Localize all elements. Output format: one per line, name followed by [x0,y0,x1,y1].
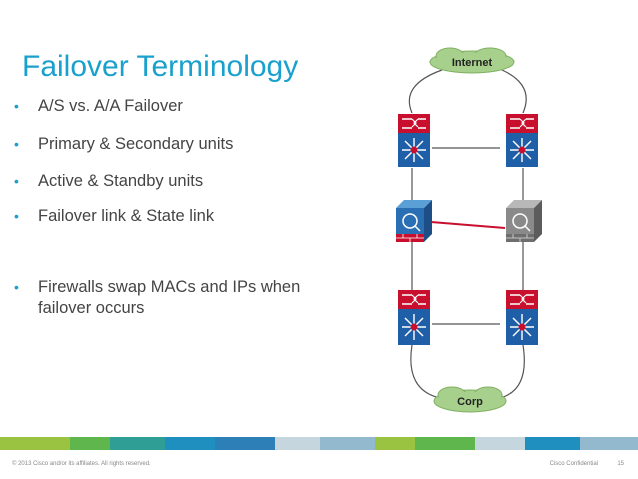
color-bar-segment [70,437,110,450]
internet-label: Internet [452,57,493,69]
color-bar-segment [215,437,275,450]
internet-cloud-icon: Internet [429,47,515,74]
firewall-standby-icon [506,200,542,242]
page-number: 15 [617,461,624,467]
color-bar-segment [0,437,70,450]
bullet-text: Firewalls swap MACs and IPs when failove… [38,278,301,317]
bullet-text: Active & Standby units [38,172,204,190]
bullet-dot-icon: • [14,136,19,152]
link-internet-router-left [408,69,443,114]
network-links [408,69,527,399]
color-bar-segment [475,437,525,450]
router-switch-bottom-left [398,290,430,345]
decorative-color-bar [0,437,638,450]
color-bar-segment [275,437,320,450]
bullet-text: Failover link & State link [38,207,215,225]
bullet-dot-icon: • [14,173,19,189]
link-switch-corp-left [410,344,441,399]
copyright-text: © 2013 Cisco and/or its affiliates. All … [12,461,151,467]
color-bar-segment [375,437,415,450]
link-internet-router-right [501,69,527,114]
color-bar-segment [415,437,475,450]
color-bar-segment [320,437,375,450]
slide-title: Failover Terminology [22,50,299,83]
confidential-text: Cisco Confidential [549,461,598,467]
color-bar-segment [580,437,638,450]
failover-link [430,221,506,229]
color-bar-segment [110,437,165,450]
color-bar-segment [525,437,580,450]
link-switch-corp-right [499,344,525,399]
bullet-dot-icon: • [14,98,19,114]
router-switch-top-right [506,114,538,167]
bullet-dot-icon: • [14,279,19,295]
router-switch-top-left [398,114,430,167]
firewall-active-icon [396,200,432,242]
bullet-text: Primary & Secondary units [38,135,234,153]
bullet-text: A/S vs. A/A Failover [38,97,183,115]
color-bar-segment [165,437,215,450]
corp-label: Corp [457,396,483,408]
corp-cloud-icon: Corp [433,386,507,413]
router-switch-bottom-right [506,290,538,345]
bullet-dot-icon: • [14,208,19,224]
